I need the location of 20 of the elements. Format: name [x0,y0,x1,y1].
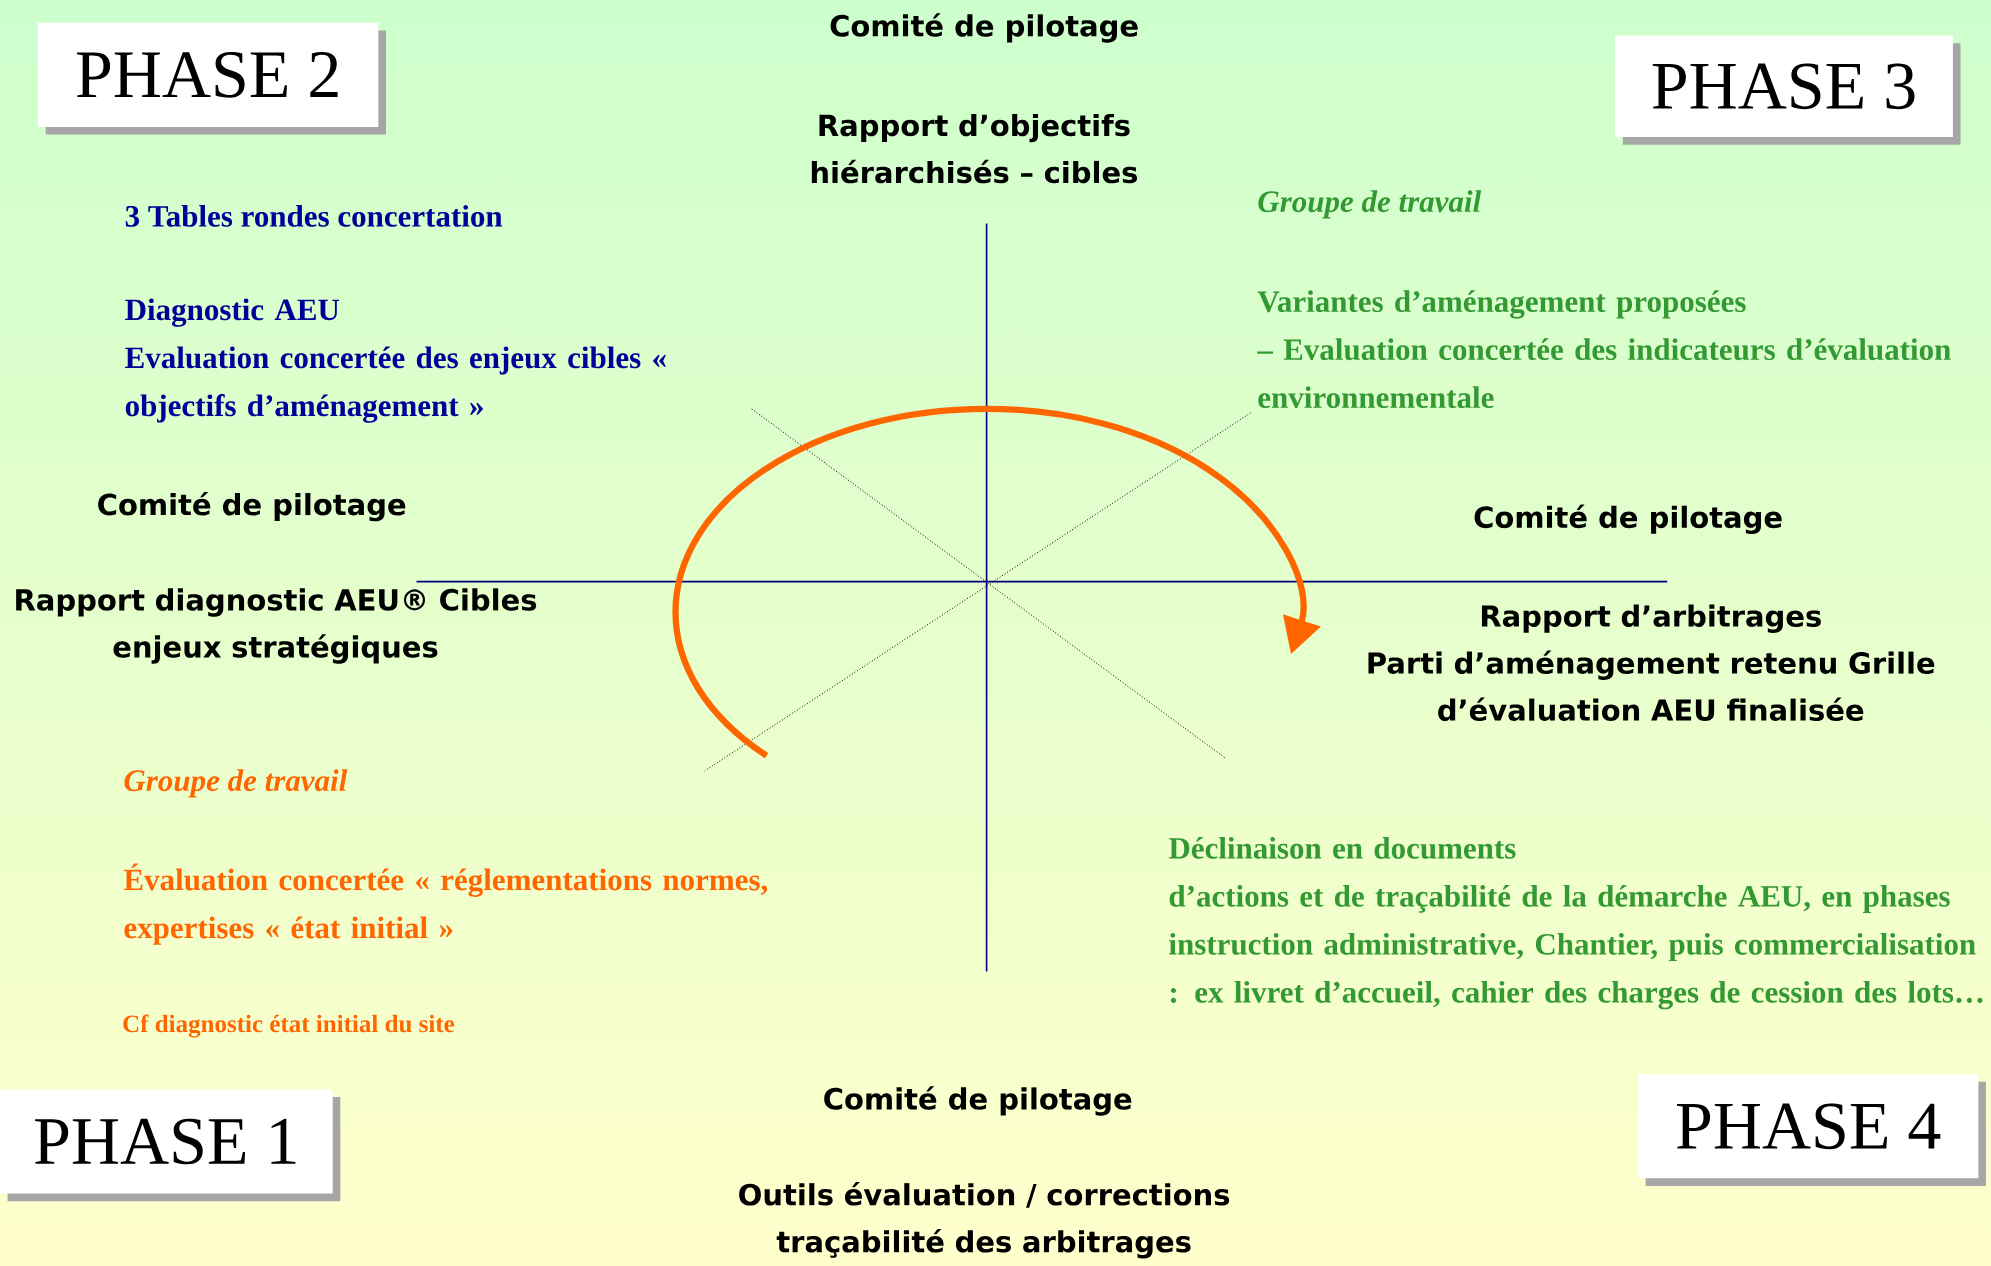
phase-box: PHASE 4 [1638,1074,1986,1186]
label-text: Groupe de travail [1258,190,1482,219]
label-text: Déclinaison en documents d’actions et de traçabilité de la démarche AEU, en phases instruction administrative, Chantier, puis commercialisation : ex livret d’accueil, cahier des charges de cession des lots… [1168,836,1983,1010]
label-text: Cf diagnostic état initial du site [123,1014,455,1038]
phase-box: PHASE 2 [38,22,386,135]
phase-box: PHASE 1 [0,1089,341,1202]
label-text: Variantes d’aménagement proposées – Evaluation concertée des indicateurs d’évaluation environnementale [1257,290,1951,409]
phase-box: PHASE 3 [1615,35,1961,145]
label-text: Rapport diagnostic AEU® Cibles enjeux stratégiques [16,588,537,664]
label-text: Comité de pilotage [1474,504,1782,535]
label-text: Diagnostic AEU Evaluation concertée des enjeux cibles « objectifs d’aménagement » [125,298,666,423]
label-text: Comité de pilotage [824,1086,1132,1116]
label-text: 3 Tables rondes concertation [125,205,503,227]
label-text: Comité de pilotage [830,13,1138,43]
label-text: Comité de pilotage [98,491,406,522]
label-text: Évaluation concertée « réglementations normes, expertises « état initial » [123,863,768,945]
label-text: Groupe de travail [124,769,348,798]
label-text: Rapport d’arbitrages Parti d’aménagement retenu Grille d’évaluation AEU finalisée [1368,604,1935,722]
label-text: Outils évaluation / corrections traçabilité des arbitrages [739,1182,1230,1259]
label-text: Rapport d’objectifs hiérarchisés – cibles [811,113,1138,184]
